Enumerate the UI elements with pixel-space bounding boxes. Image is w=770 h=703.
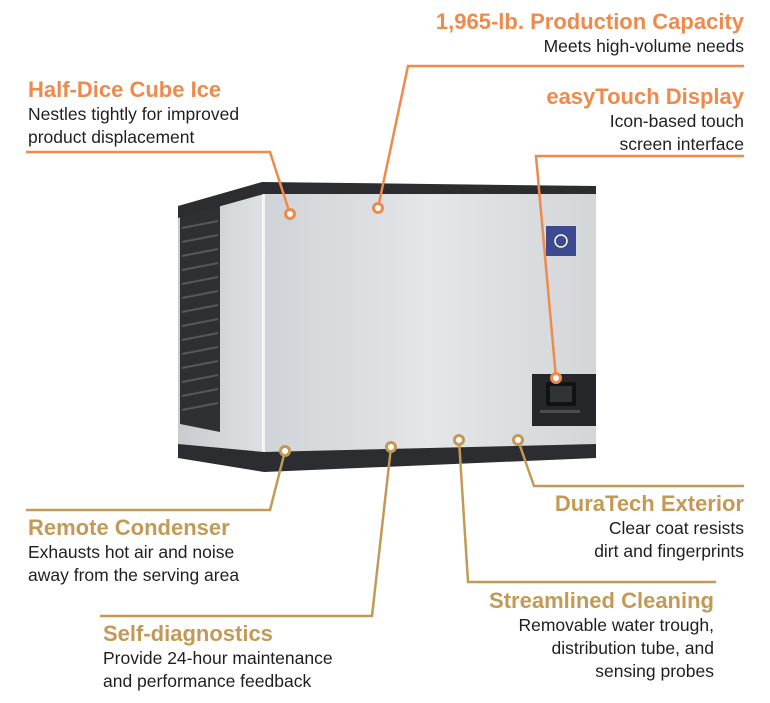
leader-half-dice — [26, 150, 292, 215]
leader-selfdiag — [100, 446, 393, 618]
callout-desc-line: sensing probes — [595, 661, 714, 681]
brand-badge — [546, 226, 576, 256]
callout-easytouch: easyTouch Display Icon-based touch scree… — [546, 84, 744, 156]
marker-half-dice — [284, 208, 296, 220]
leader-duratech — [516, 439, 744, 488]
callout-selfdiag: Self-diagnostics Provide 24-hour mainten… — [103, 621, 333, 693]
leader-production — [376, 64, 744, 209]
leader-lines — [26, 64, 744, 618]
marker-easytouch — [550, 372, 562, 384]
callout-title: DuraTech Exterior — [554, 491, 744, 516]
leader-streamlined — [457, 439, 716, 584]
marker-duratech — [512, 434, 524, 446]
callout-desc-line: Removable water trough, — [518, 615, 714, 635]
callout-title: easyTouch Display — [546, 84, 744, 109]
callout-production: 1,965-lb. Production Capacity Meets high… — [436, 9, 744, 58]
callout-desc-line: away from the serving area — [28, 565, 240, 585]
marker-dots — [279, 202, 562, 457]
callout-title: Streamlined Cleaning — [489, 588, 714, 613]
callout-title: Half-Dice Cube Ice — [28, 77, 222, 102]
callout-title: Remote Condenser — [28, 515, 230, 540]
marker-production — [372, 202, 384, 214]
callout-desc-line: Exhausts hot air and noise — [28, 542, 235, 562]
callout-desc-line: and performance feedback — [103, 671, 312, 691]
leader-easytouch — [534, 154, 744, 379]
callout-title: Self-diagnostics — [103, 621, 273, 646]
callout-desc-line: product displacement — [28, 127, 195, 147]
callout-desc-line: distribution tube, and — [551, 638, 714, 658]
callout-desc-line: Nestles tightly for improved — [28, 104, 240, 124]
marker-remote — [279, 445, 291, 457]
vent-slats — [181, 220, 219, 411]
ice-machine — [178, 182, 596, 472]
callout-duratech: DuraTech Exterior Clear coat resists dir… — [555, 491, 744, 563]
callout-desc-line: screen interface — [619, 134, 744, 154]
callout-title: 1,965-lb. Production Capacity — [435, 9, 744, 34]
marker-selfdiag — [385, 441, 397, 453]
vent-grille — [180, 206, 220, 432]
callout-desc-line: Icon-based touch — [609, 111, 744, 131]
callout-desc: Meets high-volume needs — [543, 36, 744, 56]
callout-desc-line: dirt and fingerprints — [594, 541, 744, 561]
leader-remote — [26, 450, 287, 512]
callout-desc-line: Provide 24-hour maintenance — [103, 648, 333, 668]
callout-half-dice: Half-Dice Cube Ice Nestles tightly for i… — [28, 77, 239, 149]
callout-desc-line: Clear coat resists — [608, 518, 744, 538]
callout-streamlined: Streamlined Cleaning Removable water tro… — [489, 588, 714, 683]
marker-streamlined — [453, 434, 465, 446]
callout-remote: Remote Condenser Exhausts hot air and no… — [28, 515, 239, 587]
